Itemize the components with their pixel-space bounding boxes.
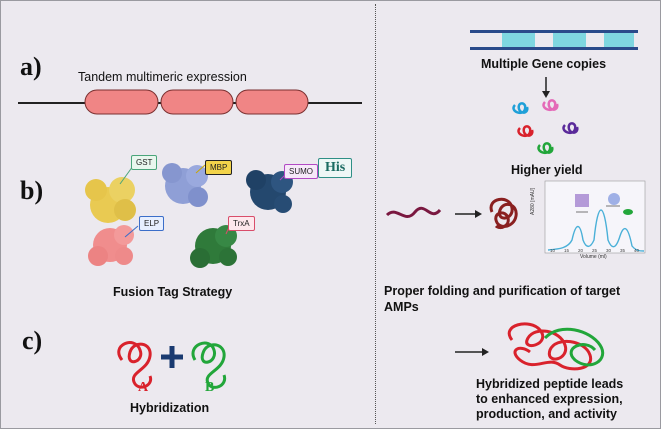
hybrid-peptide-squiggle <box>507 322 593 371</box>
chrom-tick: 15 <box>564 248 570 253</box>
tag-trxa: TrxA <box>228 216 255 231</box>
chrom-xlabel: Volume (ml) <box>580 254 607 260</box>
gene-segment-1 <box>84 89 159 115</box>
peptide-cluster <box>512 99 579 155</box>
chrom-tick: 25 <box>592 248 598 253</box>
tag-sumo: SUMO <box>284 164 318 179</box>
hybrid-caption: Hybridized peptide leads to enhanced exp… <box>476 377 623 422</box>
hybrid-caption-line1: Hybridized peptide leads <box>476 377 624 391</box>
section-divider <box>375 4 376 424</box>
peptide-b-squiggle <box>191 341 227 389</box>
chromatogram <box>544 180 646 254</box>
chrom-tick: 40 <box>634 248 640 253</box>
chrom-tick: 20 <box>578 248 584 253</box>
panel-label-a: a) <box>20 52 42 81</box>
folding-caption-line1: Proper folding and purification of targe… <box>384 284 621 298</box>
chrom-tick: 35 <box>620 248 626 253</box>
chrom-ylabel: A280 [mAU] <box>530 188 536 215</box>
gene-copies-label: Multiple Gene copies <box>481 57 607 71</box>
tag-his: His <box>318 158 353 178</box>
protein-mbp-blob <box>162 163 208 207</box>
dna-gene-copies <box>470 30 638 50</box>
tag-mbp: MBP <box>205 160 233 175</box>
gene-segment-3 <box>235 89 309 115</box>
peptide-a-squiggle <box>117 341 153 389</box>
hybrid-caption-line2: to enhanced expression, <box>476 392 623 406</box>
hybrid-caption-line3: production, and activity <box>476 407 617 421</box>
tandem-expression-title: Tandem multimeric expression <box>78 70 247 84</box>
tag-elp: ELP <box>139 216 165 231</box>
plus-sign <box>161 346 183 368</box>
peptide-a-label: A <box>138 380 149 395</box>
folded-peptide <box>489 197 518 230</box>
unfolded-peptide <box>385 206 442 219</box>
gene-segment-2 <box>160 89 234 115</box>
protein-elp-blob <box>88 225 134 266</box>
peptide-b-label: B <box>205 380 215 395</box>
chrom-tick: 10 <box>550 248 556 253</box>
protein-gst-blob <box>85 177 136 223</box>
higher-yield-label: Higher yield <box>511 163 583 177</box>
chrom-tick: 30 <box>606 248 612 253</box>
fusion-tag-caption: Fusion Tag Strategy <box>113 285 233 299</box>
tag-gst: GST <box>131 155 158 170</box>
panel-label-c: c) <box>22 326 43 355</box>
folding-caption-line2: AMPs <box>384 300 419 314</box>
protein-sumo-blob <box>246 170 293 213</box>
hybridization-caption: Hybridization <box>130 401 210 415</box>
panel-label-b: b) <box>20 176 44 205</box>
folding-caption: Proper folding and purification of targe… <box>384 283 620 315</box>
chrom-tick-labels: 10 15 20 25 30 35 40 <box>548 248 644 254</box>
